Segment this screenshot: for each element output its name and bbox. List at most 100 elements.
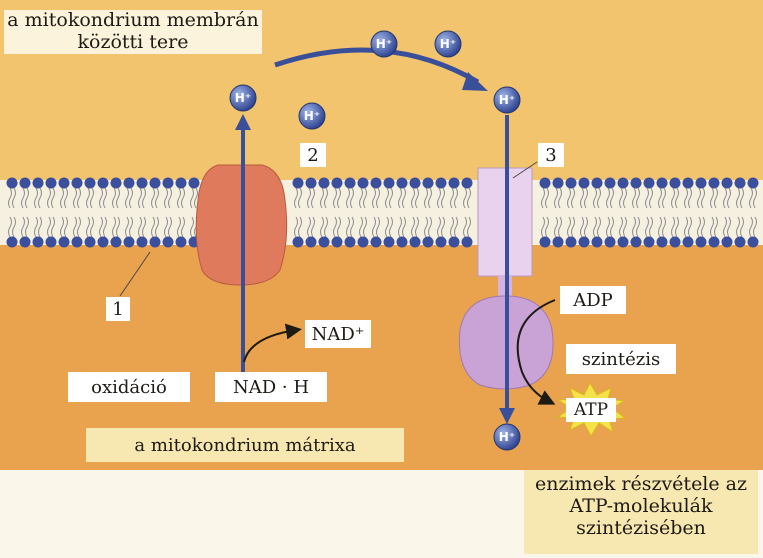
lipid-head (592, 178, 603, 189)
adp-label: ADP (560, 286, 626, 314)
lipid-head (696, 178, 707, 189)
lipid-head (462, 237, 473, 248)
lipid-head (540, 178, 551, 189)
lipid-head (46, 237, 57, 248)
lipid-head (98, 237, 109, 248)
lipid-head (163, 237, 174, 248)
lipid-head (579, 178, 590, 189)
lipid-head (605, 178, 616, 189)
lipid-head (124, 237, 135, 248)
proton-icon: H⁺ (230, 85, 256, 111)
proton-icon: H⁺ (494, 424, 520, 450)
lipid-head (540, 237, 551, 248)
intermembrane-space-label: a mitokondrium membrán közötti tere (4, 10, 262, 54)
lipid-head (33, 178, 44, 189)
proton-icon: H⁺ (371, 31, 397, 57)
lipid-head (397, 178, 408, 189)
lipid-head (332, 237, 343, 248)
lipid-head (72, 178, 83, 189)
lipid-head (423, 178, 434, 189)
lipid-head (150, 237, 161, 248)
lipid-head (449, 178, 460, 189)
lipid-head (98, 178, 109, 189)
lipid-head (345, 178, 356, 189)
proton-label: H⁺ (499, 93, 515, 107)
lipid-head (644, 178, 655, 189)
lipid-head (683, 237, 694, 248)
lipid-head (722, 237, 733, 248)
lipid-head (735, 178, 746, 189)
lipid-head (371, 178, 382, 189)
proton-icon: H⁺ (299, 103, 325, 129)
lipid-head (410, 178, 421, 189)
label-number-2: 2 (300, 143, 326, 167)
lipid-head (319, 178, 330, 189)
lipid-head (683, 178, 694, 189)
lipid-head (371, 237, 382, 248)
lipid-head (748, 178, 759, 189)
lipid-head (358, 237, 369, 248)
lipid-head (696, 237, 707, 248)
lipid-head (605, 237, 616, 248)
lipid-head (644, 237, 655, 248)
lipid-head (722, 178, 733, 189)
lipid-head (709, 178, 720, 189)
lipid-head (124, 178, 135, 189)
lipid-head (631, 178, 642, 189)
lipid-head (20, 178, 31, 189)
lipid-head (709, 237, 720, 248)
proton-icon: H⁺ (435, 31, 461, 57)
label-number-1: 1 (106, 297, 130, 321)
lipid-head (46, 178, 57, 189)
lipid-head (631, 237, 642, 248)
lipid-head (553, 237, 564, 248)
lipid-head (618, 178, 629, 189)
oxidation-label: oxidáció (68, 372, 190, 402)
nadh-label: NAD · H (215, 372, 327, 402)
lipid-head (137, 178, 148, 189)
lipid-head (163, 178, 174, 189)
lipid-head (176, 178, 187, 189)
lipid-head (397, 237, 408, 248)
lipid-head (59, 237, 70, 248)
lipid-head (618, 237, 629, 248)
lipid-head (150, 178, 161, 189)
lipid-head (111, 237, 122, 248)
lipid-head (332, 178, 343, 189)
lipid-head (579, 237, 590, 248)
lipid-head (566, 237, 577, 248)
lipid-head (735, 237, 746, 248)
lipid-head (449, 237, 460, 248)
lipid-head (462, 178, 473, 189)
proton-label: H⁺ (235, 91, 251, 105)
lipid-head (358, 178, 369, 189)
lipid-head (592, 237, 603, 248)
lipid-head (410, 237, 421, 248)
synthesis-label: szintézis (566, 344, 676, 374)
lipid-head (176, 237, 187, 248)
lipid-head (7, 237, 18, 248)
lipid-head (670, 178, 681, 189)
lipid-head (72, 237, 83, 248)
lipid-head (423, 237, 434, 248)
proton-icon: H⁺ (494, 87, 520, 113)
lipid-head (33, 237, 44, 248)
lipid-head (85, 178, 96, 189)
lipid-head (59, 178, 70, 189)
lipid-head (566, 178, 577, 189)
lipid-head (189, 178, 200, 189)
lipid-head (293, 237, 304, 248)
lipid-head (85, 237, 96, 248)
lipid-head (384, 178, 395, 189)
lipid-head (670, 237, 681, 248)
proton-label: H⁺ (499, 430, 515, 444)
lipid-head (384, 237, 395, 248)
lipid-head (111, 178, 122, 189)
nad-plus-label: NAD⁺ (305, 320, 371, 348)
lipid-head (436, 178, 447, 189)
lipid-head (657, 178, 668, 189)
lipid-head (657, 237, 668, 248)
lipid-head (306, 237, 317, 248)
lipid-head (7, 178, 18, 189)
